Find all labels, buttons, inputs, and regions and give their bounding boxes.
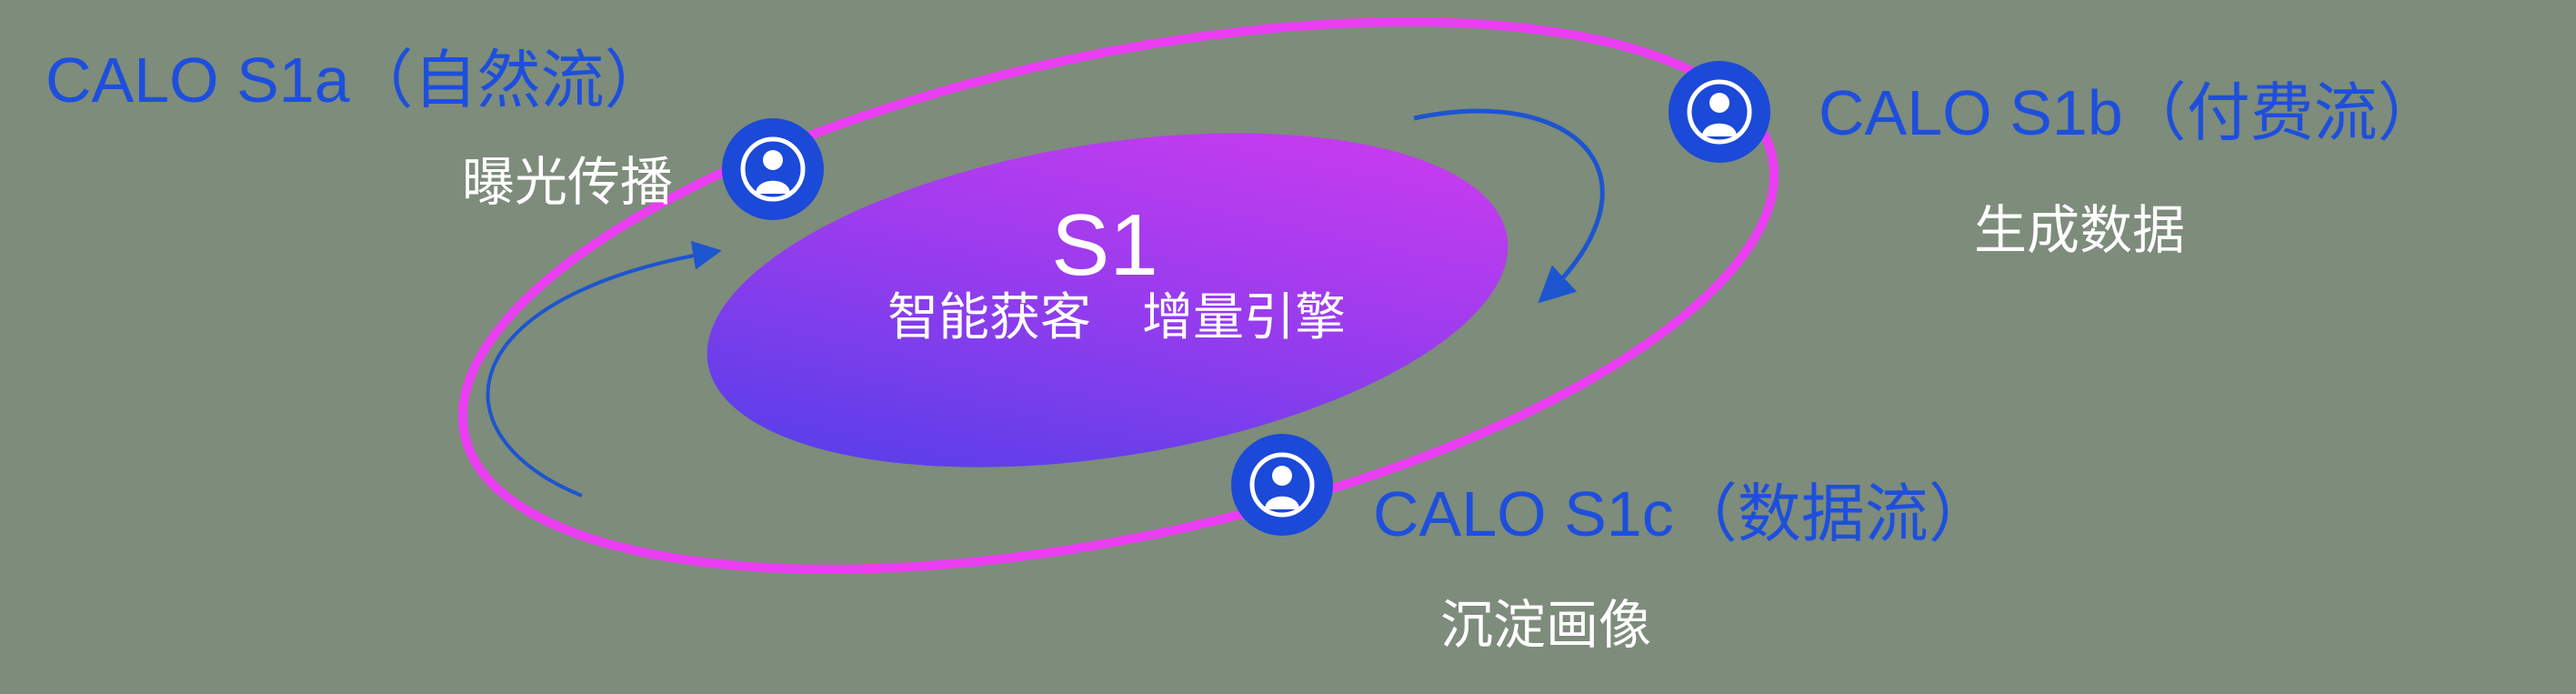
user-icon (1231, 434, 1333, 536)
core-subtitle: 智能获客 增量引擎 (887, 288, 1346, 346)
node-s1b-label: CALO S1b（付费流） (1819, 77, 2441, 148)
node-s1a-label: CALO S1a（自然流） (45, 45, 668, 116)
node-s1a-sublabel: 曝光传播 (462, 153, 673, 212)
flow-arrow-left (486, 240, 722, 498)
node-s1c-label: CALO S1c（数据流） (1373, 478, 1992, 549)
node-s1c-sublabel: 沉淀画像 (1440, 596, 1651, 655)
node-s1b-sublabel: 生成数据 (1974, 201, 2185, 260)
user-icon (722, 118, 824, 220)
orbit-ring (457, 17, 1779, 574)
user-icon (1669, 61, 1770, 163)
core-ellipse (707, 133, 1509, 468)
core-title: S1 (1051, 196, 1158, 294)
flow-arrow-right (1413, 108, 1605, 304)
